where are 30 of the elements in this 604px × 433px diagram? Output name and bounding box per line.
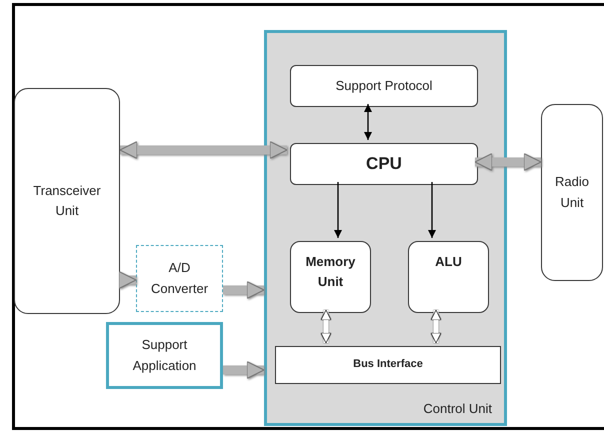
block-arrow [223, 361, 264, 379]
node-label: Memory Unit [304, 253, 356, 292]
node-label: Radio Unit [554, 173, 590, 212]
block-arrow [120, 141, 288, 159]
block-arrow [430, 310, 442, 344]
bus-box [275, 346, 501, 384]
arrow [428, 182, 436, 238]
node-label: Support Protocol [334, 76, 434, 95]
block-arrow [118, 271, 136, 289]
control-unit-panel [264, 30, 507, 426]
process-box [290, 143, 478, 185]
block-arrow [320, 310, 332, 344]
process-box [290, 241, 371, 313]
panel-title: Control Unit [423, 400, 492, 418]
application-box [106, 322, 223, 389]
process-box [408, 241, 489, 313]
process-box [290, 65, 478, 107]
converter-box [136, 245, 223, 312]
node-label: CPU [365, 152, 403, 175]
node-label: ALU [434, 253, 463, 271]
unit-box [541, 104, 603, 281]
node-label: Bus Interface [352, 357, 424, 372]
arrow [364, 104, 372, 140]
unit-box [14, 88, 120, 314]
block-arrow [223, 281, 264, 299]
node-label: Support Application [132, 336, 198, 375]
node-label: A/D Converter [150, 259, 210, 298]
block-arrow [474, 153, 542, 171]
node-label: Transceiver Unit [32, 182, 102, 220]
arrow [334, 182, 342, 238]
